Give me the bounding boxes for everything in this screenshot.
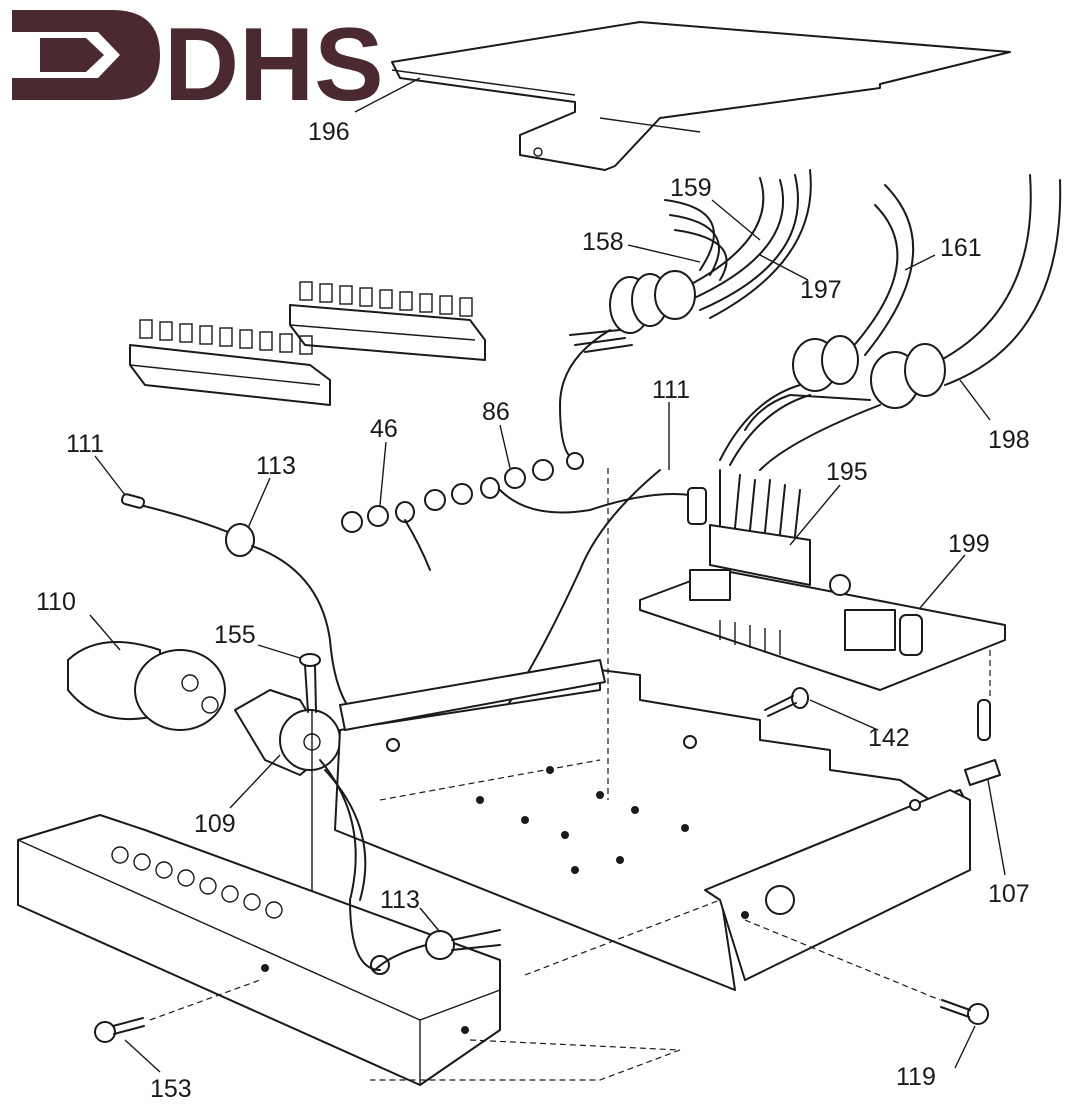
terminal-block-front	[129, 319, 331, 406]
label-113-top: 113	[256, 452, 296, 480]
screw-153	[94, 1017, 145, 1043]
callout-labels: 196 159 158 197 161 198 111 111 86 46 11…	[36, 118, 1030, 1103]
label-158: 158	[582, 228, 624, 256]
logo-text: DHS	[164, 7, 384, 123]
label-196: 196	[308, 118, 350, 146]
chassis-side-panel	[704, 789, 971, 981]
label-198: 198	[988, 426, 1030, 454]
callout-leaders	[89, 77, 1006, 1073]
earth-wire-right	[399, 469, 707, 753]
earth-wire-left	[120, 493, 361, 721]
arrow-logo-icon	[12, 10, 160, 100]
label-107: 107	[988, 880, 1030, 908]
label-155: 155	[214, 621, 256, 649]
label-86: 86	[482, 398, 510, 426]
pcb-connector	[709, 469, 811, 586]
label-199: 199	[948, 530, 990, 558]
cable-bundle-left	[559, 169, 812, 470]
label-195: 195	[826, 458, 868, 486]
lamp-bulb	[67, 641, 226, 731]
label-111-right: 111	[652, 376, 690, 404]
screw-142	[764, 687, 809, 717]
front-panel	[17, 814, 501, 1086]
label-161: 161	[940, 234, 982, 262]
dhs-logo: DHS	[12, 7, 384, 123]
label-159: 159	[670, 174, 712, 202]
assembly-guide-lines	[149, 468, 991, 1081]
chassis-tray	[334, 659, 971, 991]
label-110: 110	[36, 588, 76, 616]
label-109: 109	[194, 810, 236, 838]
bracket-107	[964, 699, 1001, 786]
lamp-holder	[234, 689, 341, 776]
label-153: 153	[150, 1075, 192, 1103]
cover-plate	[391, 21, 1011, 171]
cable-bundle-right	[719, 174, 1062, 471]
label-113-bottom: 113	[380, 886, 420, 914]
label-119: 119	[896, 1063, 936, 1091]
label-111-left: 111	[66, 430, 104, 458]
terminal-block-rear	[289, 281, 486, 361]
label-142: 142	[868, 724, 910, 752]
screw-119	[940, 999, 989, 1025]
pcb-board	[639, 569, 1006, 691]
nut-washer-set	[341, 459, 554, 571]
label-46: 46	[370, 415, 398, 443]
label-197: 197	[800, 276, 842, 304]
